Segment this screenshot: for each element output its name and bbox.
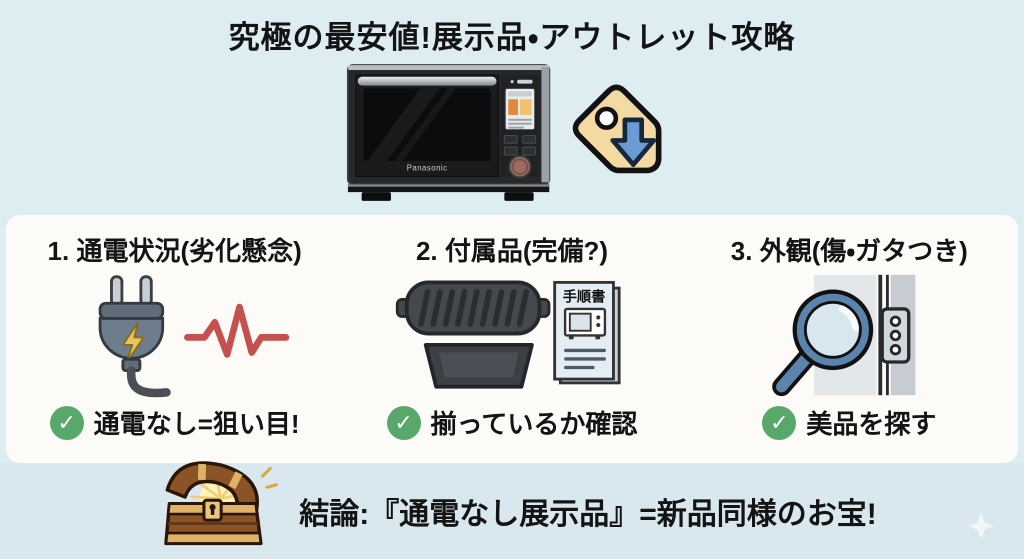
- trays-and-manual-icon: 手順書: [387, 268, 637, 402]
- check-circle-icon: ✓: [49, 405, 84, 440]
- check-label: 美品を探す: [806, 409, 937, 439]
- microwave-icon: Panasonic: [346, 64, 550, 201]
- manual-title-label: 手順書: [563, 287, 606, 305]
- magnifier-on-door-icon: [754, 268, 944, 402]
- conclusion-bar: 結論:『通電なし展示品』=新品同様のお宝!: [0, 461, 1024, 559]
- sparkle-icon: [968, 513, 994, 539]
- check-circle-icon: ✓: [762, 405, 797, 440]
- top-section: 究極の最安値!展示品・アウトレット攻略 Panasonic: [0, 0, 1024, 215]
- hero-illustration: Panasonic: [346, 59, 679, 206]
- checklist-panel: 1. 通電状況(劣化懸念) ✓ 通電なし=狙い目! 2.: [6, 215, 1018, 463]
- conclusion-text: 結論:『通電なし展示品』=新品同様のお宝!: [299, 498, 877, 531]
- column-heading: 3. 外観(傷・ガタつき): [730, 236, 968, 266]
- treasure-chest-icon: [147, 450, 285, 554]
- check-label: 揃っているか確認: [430, 409, 638, 439]
- column-heading: 2. 付属品(完備?): [415, 236, 609, 266]
- check-column-exterior: 3. 外観(傷・ガタつき): [681, 215, 1018, 463]
- check-label: 通電なし=狙い目!: [93, 409, 300, 439]
- page-title: 究極の最安値!展示品・アウトレット攻略: [228, 20, 796, 55]
- column-heading: 1. 通電状況(劣化懸念): [47, 236, 302, 266]
- check-column-power: 1. 通電状況(劣化懸念) ✓ 通電なし=狙い目!: [6, 215, 343, 463]
- check-row: ✓ 通電なし=狙い目!: [49, 404, 300, 441]
- check-column-accessories: 2. 付属品(完備?): [343, 215, 680, 463]
- microwave-brand-label: Panasonic: [406, 164, 447, 173]
- check-row: ✓ 揃っているか確認: [386, 404, 638, 441]
- price-tag-icon: [567, 78, 679, 200]
- check-row: ✓ 美品を探す: [762, 404, 936, 441]
- power-plug-pulse-icon: [50, 268, 300, 402]
- check-circle-icon: ✓: [386, 405, 421, 440]
